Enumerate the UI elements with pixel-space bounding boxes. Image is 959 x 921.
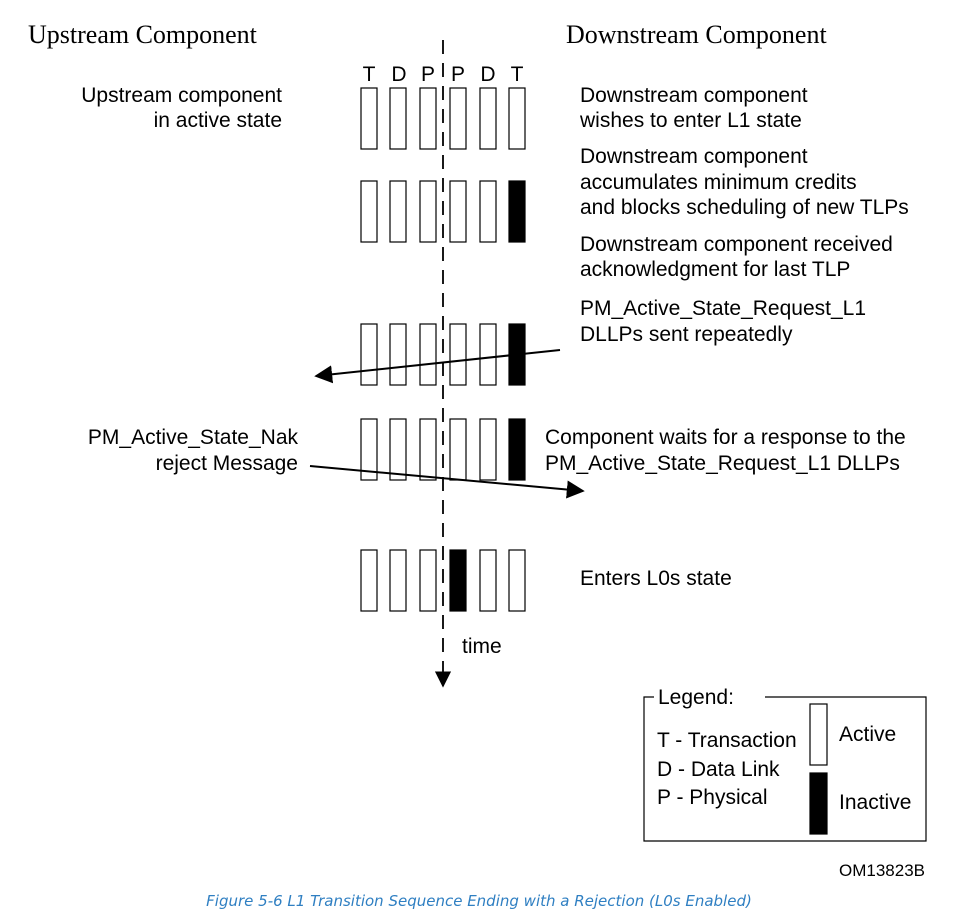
layer-box-active	[479, 549, 497, 612]
column-letters: T D P P D T	[363, 63, 524, 86]
stage-5-line-1: Component waits for a response to the	[545, 426, 906, 449]
column-letter-p-downstream: P	[451, 63, 465, 86]
layer-box-active	[449, 87, 467, 150]
request-dllp-arrow	[314, 349, 561, 384]
layer-box-active	[389, 418, 407, 481]
layer-box-active	[449, 418, 467, 481]
downstream-heading: Downstream Component	[566, 20, 827, 49]
stage-2-line-3: and blocks scheduling of new TLPs	[580, 196, 909, 219]
stage-1-line-2: wishes to enter L1 state	[579, 109, 802, 132]
stage-2-line-2: accumulates minimum credits	[580, 171, 857, 194]
legend-inactive-swatch	[809, 772, 828, 835]
layer-box-active	[479, 323, 497, 386]
layer-box-active	[479, 418, 497, 481]
legend: Legend: T - Transaction D - Data Link P …	[643, 686, 927, 842]
legend-inactive-label: Inactive	[839, 791, 911, 814]
layer-box-active	[360, 87, 378, 150]
layer-box-active	[419, 323, 437, 386]
column-letter-p-upstream: P	[421, 63, 435, 86]
legend-active-label: Active	[839, 723, 896, 746]
layer-box-active	[360, 549, 378, 612]
layer-box-active	[360, 180, 378, 243]
layer-box-active	[389, 180, 407, 243]
layer-box-active	[419, 180, 437, 243]
nak-message-arrow	[309, 465, 585, 499]
legend-item-transaction: T - Transaction	[657, 729, 797, 752]
stage-layer-boxes	[360, 87, 526, 612]
stage-2-line-1: Downstream component	[580, 145, 808, 168]
figure-id: OM13823B	[839, 861, 925, 880]
column-letter-d-downstream: D	[480, 63, 495, 86]
layer-box-active	[389, 87, 407, 150]
time-label: time	[462, 635, 502, 658]
column-letter-t-upstream: T	[363, 63, 376, 86]
layer-box-active	[508, 549, 526, 612]
stage-3-line-1: Downstream component received	[580, 233, 893, 256]
stage-1-line-1: Downstream component	[580, 84, 808, 107]
stage-6-line-1: Enters L0s state	[580, 567, 732, 590]
layer-box-active	[360, 418, 378, 481]
layer-box-active	[479, 180, 497, 243]
layer-box-inactive	[508, 418, 526, 481]
legend-item-physical: P - Physical	[657, 786, 768, 809]
column-letter-t-downstream: T	[511, 63, 524, 86]
stage-4-line-1: PM_Active_State_Request_L1	[580, 297, 866, 320]
legend-frame	[643, 696, 927, 842]
layer-box-inactive	[449, 549, 467, 612]
layer-box-active	[449, 323, 467, 386]
layer-box-active	[479, 87, 497, 150]
stage-4-line-2: DLLPs sent repeatedly	[580, 323, 793, 346]
layer-box-active	[360, 323, 378, 386]
legend-active-swatch	[809, 703, 828, 766]
column-letter-d-upstream: D	[391, 63, 406, 86]
layer-box-inactive	[508, 180, 526, 243]
layer-box-active	[419, 87, 437, 150]
stage-3-line-2: acknowledgment for last TLP	[580, 258, 850, 281]
upstream-note-1-line-2: in active state	[154, 109, 282, 132]
layer-box-active	[389, 549, 407, 612]
figure-caption: Figure 5-6 L1 Transition Sequence Ending…	[206, 892, 752, 910]
legend-title: Legend:	[658, 686, 734, 709]
upstream-note-2-line-1: PM_Active_State_Nak	[88, 426, 299, 449]
layer-box-active	[419, 418, 437, 481]
upstream-note-2-line-2: reject Message	[156, 452, 298, 475]
layer-box-active	[419, 549, 437, 612]
stage-5-line-2: PM_Active_State_Request_L1 DLLPs	[545, 452, 900, 475]
upstream-note-1-line-1: Upstream component	[81, 84, 282, 107]
layer-box-active	[389, 323, 407, 386]
upstream-heading: Upstream Component	[28, 20, 258, 49]
legend-item-data-link: D - Data Link	[657, 758, 780, 781]
layer-box-active	[508, 87, 526, 150]
layer-box-active	[449, 180, 467, 243]
